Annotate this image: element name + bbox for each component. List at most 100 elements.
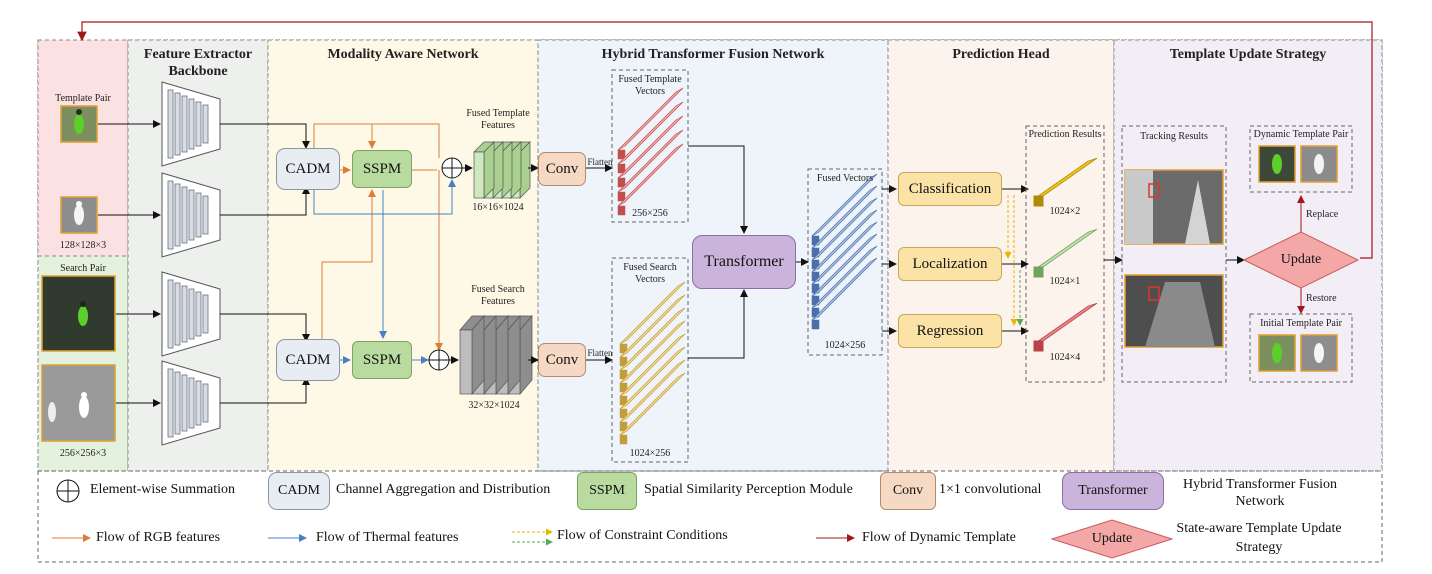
- legend-sspm-box: SSPM: [577, 472, 637, 510]
- head-title: Prediction Head: [952, 47, 1050, 62]
- fused-template-feature-cube: [473, 141, 531, 199]
- initial-thermal-image: [1300, 334, 1338, 372]
- restore-label: Restore: [1306, 293, 1337, 304]
- sspm-bottom-box: SSPM: [352, 341, 412, 379]
- prediction-results-frame: [1025, 125, 1105, 383]
- tracking-results-label: Tracking Results: [1140, 131, 1208, 142]
- update-label: Update: [1280, 252, 1322, 267]
- fv-label: Fused Vectors: [816, 173, 874, 184]
- sspm-top-box: SSPM: [352, 150, 412, 188]
- legend-constraint-text: Flow of Constraint Conditions: [557, 528, 728, 543]
- fused-template-features-label: Fused Template Features: [466, 108, 530, 131]
- cadm-top-box: CADM: [276, 148, 340, 190]
- dynamic-rgb-image: [1258, 145, 1296, 183]
- template-pair-label: Template Pair: [55, 93, 111, 104]
- conv-bottom-box: Conv: [538, 343, 586, 377]
- man-panel: [267, 39, 539, 472]
- template-rgb-image: [60, 105, 98, 143]
- man-title: Modality Aware Network: [327, 47, 479, 62]
- dynamic-feedback-arrow: [77, 21, 1373, 259]
- transformer-box: Transformer: [692, 235, 796, 289]
- flatten-top-label: Flatten: [587, 157, 613, 167]
- tracking-results-frame: [1121, 125, 1227, 383]
- sum-circle-top: [441, 157, 463, 179]
- legend-update-label: Update: [1091, 531, 1133, 546]
- reg-size: 1024×4: [1049, 352, 1081, 363]
- cadm-bottom-box: CADM: [276, 339, 340, 381]
- search-size-label: 256×256×3: [59, 448, 107, 459]
- search-pair-label: Search Pair: [60, 263, 106, 274]
- localization-box: Localization: [898, 247, 1002, 281]
- fused-search-size: 32×32×1024: [468, 400, 520, 411]
- fsv-label: Fused Search Vectors: [623, 262, 677, 285]
- backbone-title: Feature Extractor Backbone: [143, 47, 253, 79]
- legend-update-text: State-aware Template Update Strategy: [1176, 521, 1342, 555]
- dynamic-pair-label: Dynamic Template Pair: [1253, 129, 1349, 140]
- legend-cadm-box: CADM: [268, 472, 330, 510]
- backbone-bb-2: [161, 172, 221, 258]
- htfn-title: Hybrid Transformer Fusion Network: [601, 47, 825, 62]
- backbone-bb-4: [161, 360, 221, 446]
- search-rgb-image: [41, 275, 116, 352]
- legend-conv-text: 1×1 convolutional: [939, 482, 1042, 497]
- fv-size: 1024×256: [824, 340, 866, 351]
- ftv-label: Fused Template Vectors: [618, 74, 682, 97]
- backbone-bb-3: [161, 271, 221, 357]
- backbone-stacks: [161, 81, 221, 446]
- tracking-image-2: [1124, 274, 1224, 348]
- flatten-bottom-label: Flatten: [587, 348, 613, 358]
- dynamic-pair-frame: [1249, 125, 1353, 193]
- legend-cadm-text: Channel Aggregation and Distribution: [336, 482, 551, 497]
- template-size-label: 128×128×3: [59, 240, 107, 251]
- ftv-size: 256×256: [632, 208, 668, 219]
- fused-vectors-stack: [811, 173, 878, 330]
- legend-sum-text: Element-wise Summation: [90, 482, 236, 497]
- ftv-frame: [611, 69, 689, 223]
- prediction-cubes: [1033, 157, 1098, 352]
- legend-dynamic-text: Flow of Dynamic Template: [862, 530, 1016, 545]
- fused-search-vectors-stack: [619, 281, 686, 445]
- initial-pair-frame: [1249, 313, 1353, 383]
- fsv-frame: [611, 257, 689, 463]
- tracking-image-1: [1124, 169, 1224, 245]
- fused-template-vectors-stack: [617, 87, 684, 216]
- arrow-bb4-cadm: [220, 377, 310, 404]
- prediction-results-label: Prediction Results: [1028, 129, 1102, 140]
- legend-update-diamond: [1050, 519, 1174, 559]
- legend-conv-box: Conv: [880, 472, 936, 510]
- rgb-top-route: [313, 123, 440, 158]
- search-thermal-image: [41, 364, 116, 442]
- legend-sspm-text: Spatial Similarity Perception Module: [644, 482, 853, 497]
- arrow-bb2-cadm: [220, 186, 310, 216]
- dynamic-thermal-image: [1300, 145, 1338, 183]
- update-diamond: [1242, 231, 1360, 289]
- loc-size: 1024×1: [1049, 276, 1081, 287]
- fused-template-size: 16×16×1024: [472, 202, 524, 213]
- arrow-bb3-cadm: [220, 313, 310, 342]
- replace-label: Replace: [1306, 209, 1339, 220]
- fused-search-feature-cube: [459, 315, 533, 395]
- legend-transformer-box: Transformer: [1062, 472, 1164, 510]
- cls-size: 1024×2: [1049, 206, 1081, 217]
- template-thermal-image: [60, 196, 98, 234]
- fused-search-features-label: Fused Search Features: [471, 284, 525, 307]
- backbone-bb-1: [161, 81, 221, 167]
- legend-transformer-text: Hybrid Transformer Fusion Network: [1182, 477, 1337, 509]
- fsv-size: 1024×256: [629, 448, 671, 459]
- tus-title: Template Update Strategy: [1169, 47, 1327, 62]
- legend-sum-icon: [56, 479, 80, 503]
- classification-box: Classification: [898, 172, 1002, 206]
- arrow-fsv-transformer: [688, 289, 748, 359]
- arrow-bb1-cadm: [220, 123, 310, 149]
- initial-pair-label: Initial Template Pair: [1260, 318, 1342, 329]
- rgb-search-to-sspm-top: [321, 189, 376, 341]
- legend-rgb-text: Flow of RGB features: [96, 530, 221, 545]
- conv-top-box: Conv: [538, 152, 586, 186]
- initial-rgb-image: [1258, 334, 1296, 372]
- legend-thermal-text: Flow of Thermal features: [316, 530, 459, 545]
- arrow-ftv-transformer: [688, 145, 748, 234]
- regression-box: Regression: [898, 314, 1002, 348]
- sum-circle-bottom: [428, 349, 450, 371]
